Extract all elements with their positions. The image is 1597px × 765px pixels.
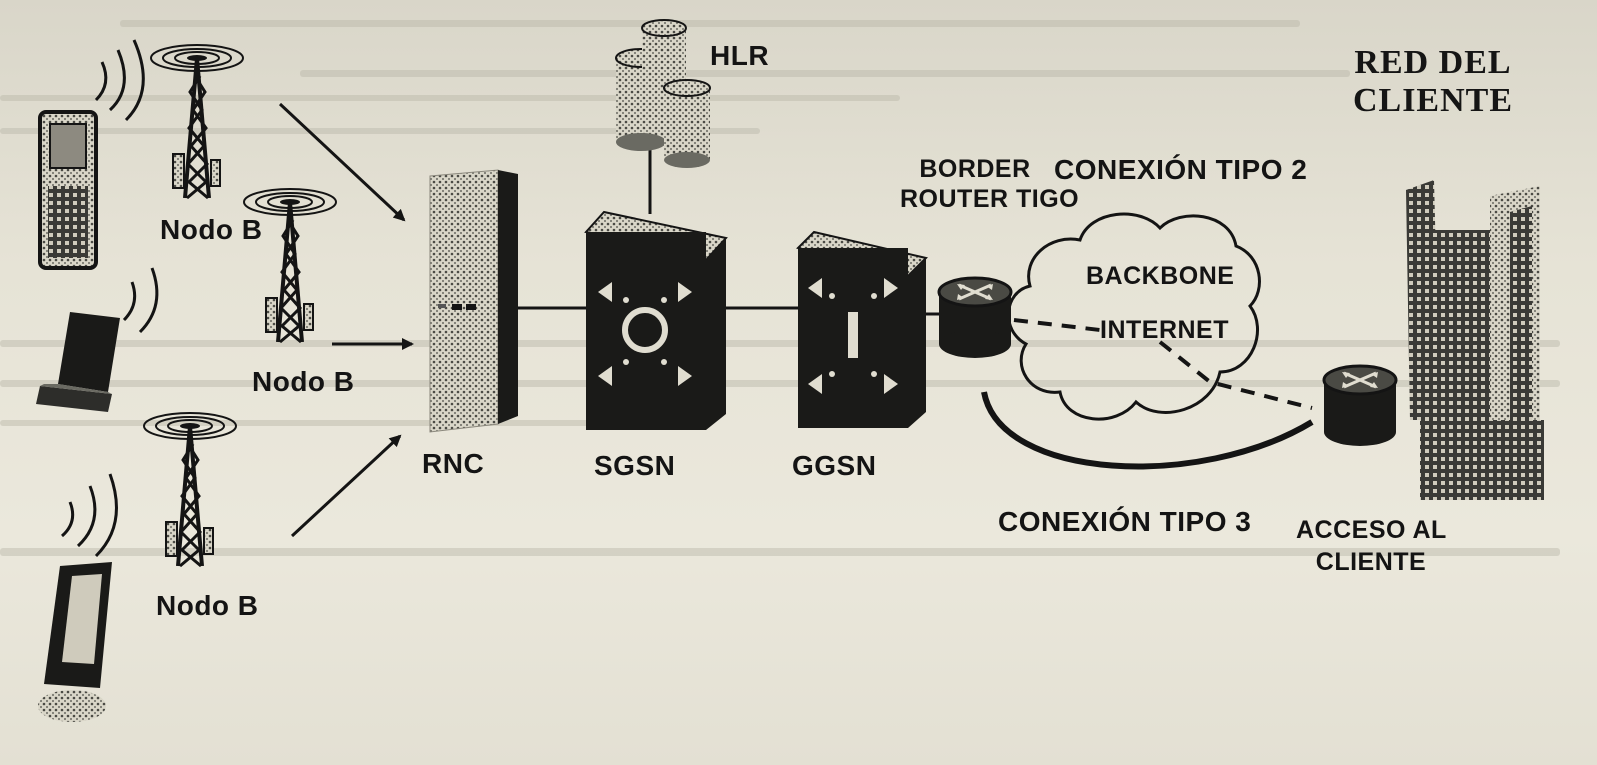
switch-icon — [796, 230, 928, 428]
router-icon — [1322, 364, 1398, 448]
border-router-line-1: BORDER — [919, 155, 1031, 183]
connection-type-2-label: CONEXIÓN TIPO 2 — [1054, 154, 1308, 185]
backbone-label: BACKBONE — [1086, 262, 1235, 290]
sgsn-label: SGSN — [594, 450, 676, 481]
database-icon — [615, 19, 711, 168]
border-router-label: BORDER ROUTER TIGO — [900, 154, 1080, 214]
radio-waves — [60, 39, 159, 558]
nodo-b-label: Nodo B — [252, 366, 355, 397]
customer-network-title: RED DEL CLIENTE — [1318, 44, 1548, 120]
title-line-1: RED DEL — [1354, 44, 1512, 81]
internet-label: INTERNET — [1100, 316, 1229, 344]
rnc-label: RNC — [422, 448, 485, 479]
radio-link-arrows — [278, 102, 414, 538]
laptop-icon — [36, 312, 120, 412]
customer-access-line-2: CLIENTE — [1315, 548, 1427, 576]
customer-access-line-1: ACCESO AL — [1296, 516, 1447, 544]
border-router-line-2: ROUTER TIGO — [900, 185, 1080, 213]
pda-icon — [38, 562, 112, 722]
rnc-cabinet-icon — [429, 169, 518, 433]
hlr-label: HLR — [710, 40, 770, 71]
nodo-b-label: Nodo B — [156, 590, 259, 621]
title-line-2: CLIENTE — [1352, 82, 1514, 119]
ggsn-label: GGSN — [792, 450, 877, 481]
buildings-icon — [1406, 180, 1544, 500]
connection-type-3-link — [981, 391, 1314, 470]
router-icon — [937, 276, 1013, 360]
antenna-tower-icon — [142, 43, 338, 568]
nodo-b-label: Nodo B — [160, 214, 263, 245]
customer-access-label: ACCESO AL CLIENTE — [1296, 514, 1446, 578]
connection-type-3-label: CONEXIÓN TIPO 3 — [998, 506, 1252, 537]
mobile-phone-icon — [38, 110, 98, 270]
switch-icon — [584, 210, 728, 430]
